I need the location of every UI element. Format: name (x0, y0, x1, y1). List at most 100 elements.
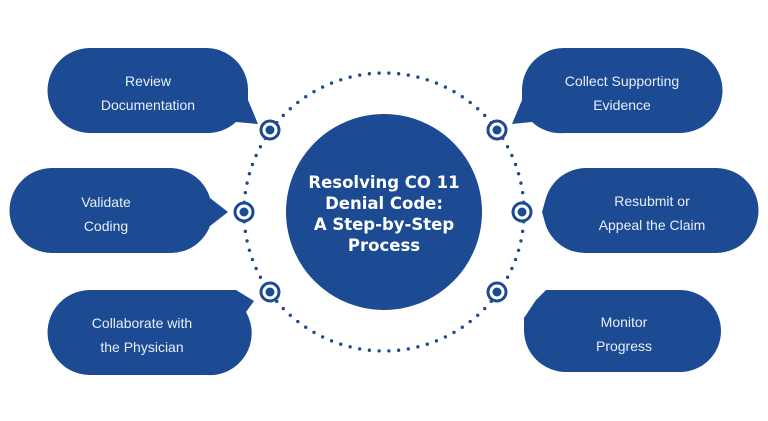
ring-dot (483, 306, 487, 311)
ring-dot (348, 345, 352, 349)
center-title-line-4: Process (348, 236, 420, 255)
ring-dot (425, 78, 429, 82)
ring-dot (245, 239, 249, 243)
step-label-line-2: Coding (84, 218, 128, 234)
speech-bubble-shape (47, 290, 254, 376)
ring-dot (288, 313, 293, 317)
ring-dot (416, 75, 420, 79)
ring-dot (377, 71, 381, 75)
step-label-line-1: Resubmit or (614, 193, 690, 209)
ring-dot (329, 339, 334, 343)
ring-dot (245, 181, 249, 185)
step-label-line-2: Evidence (593, 97, 651, 113)
ring-dot (387, 71, 391, 75)
ring-dot (329, 81, 334, 85)
step-bubble-resubmit-appeal: Resubmit or Appeal the Claim (542, 168, 759, 254)
target-icon (259, 281, 281, 303)
ring-dot (406, 347, 411, 351)
ring-dot (250, 162, 255, 167)
ring-dot (243, 229, 248, 234)
ring-dot (367, 348, 372, 352)
ring-dot (516, 248, 521, 253)
ring-dot (339, 78, 343, 82)
ring-dot (475, 107, 480, 111)
ring-dot (443, 85, 448, 89)
ring-dot (516, 171, 521, 176)
ring-dot (468, 319, 472, 324)
ring-dot (296, 100, 300, 105)
ring-dot (243, 190, 248, 195)
ring-dot (416, 345, 420, 349)
ring-dot (519, 181, 523, 185)
ring-dot (387, 349, 391, 353)
ring-dot (288, 107, 293, 111)
center-title-line-3: A Step-by-Step (314, 215, 455, 234)
center-title-line-1: Resolving CO 11 (308, 173, 459, 192)
step-label-line-1: Collaborate with (92, 315, 192, 331)
ring-dot (513, 257, 518, 262)
ring-dot (460, 325, 464, 329)
ring-dot (377, 349, 381, 353)
ring-dot (434, 81, 439, 85)
ring-dot (519, 239, 523, 243)
ring-dot (254, 153, 258, 158)
ring-dot (357, 73, 362, 77)
ring-dot (281, 113, 285, 118)
ring-dot (443, 335, 448, 339)
ring-dot (312, 89, 316, 94)
step-label-line-1: Review (125, 73, 172, 89)
ring-dot (425, 342, 429, 346)
ring-dot (247, 248, 252, 253)
ring-dot (247, 171, 252, 176)
target-icon (233, 201, 255, 223)
ring-dot (452, 330, 456, 335)
target-icon (486, 281, 508, 303)
ring-dot (520, 190, 525, 195)
ring-dot (258, 145, 263, 149)
ring-dot (281, 306, 285, 311)
ring-dot (348, 75, 352, 79)
ring-dot (513, 162, 518, 167)
ring-dot (254, 266, 258, 271)
ring-dot (468, 100, 472, 105)
step-bubble-collect-evidence: Collect Supporting Evidence (512, 48, 723, 134)
speech-bubble-shape (542, 168, 759, 254)
ring-dot (320, 85, 325, 89)
ring-dot (406, 73, 411, 77)
ring-dot (339, 342, 343, 346)
step-bubble-review-documentation: Review Documentation (47, 48, 259, 134)
step-bubble-monitor-progress: Monitor Progress (524, 290, 721, 372)
speech-bubble-shape (9, 168, 229, 254)
center-title-line-2: Denial Code: (325, 194, 443, 213)
step-label-line-2: Progress (596, 338, 652, 354)
step-label-line-1: Validate (81, 194, 131, 210)
speech-bubble-shape (524, 290, 721, 372)
step-bubble-collaborate-physician: Collaborate with the Physician (47, 290, 254, 376)
center-hub: Resolving CO 11 Denial Code: A Step-by-S… (286, 114, 482, 310)
target-icon (486, 119, 508, 141)
ring-dot (367, 72, 372, 76)
ring-dot (520, 229, 525, 234)
step-label-line-1: Monitor (601, 314, 648, 330)
ring-dot (250, 257, 255, 262)
ring-dot (304, 325, 308, 329)
step-label-line-2: Documentation (101, 97, 195, 113)
speech-bubble-shape (47, 48, 259, 134)
ring-dot (396, 348, 401, 352)
ring-dot (396, 72, 401, 76)
ring-dot (434, 339, 439, 343)
step-label-line-1: Collect Supporting (565, 73, 679, 89)
center-circle (286, 114, 482, 310)
step-bubble-validate-coding: Validate Coding (9, 168, 229, 254)
ring-dot (320, 335, 325, 339)
target-icon (511, 201, 533, 223)
ring-dot (312, 330, 316, 335)
target-icon (259, 119, 281, 141)
ring-dot (258, 275, 263, 279)
ring-dot (510, 153, 514, 158)
ring-dot (510, 266, 514, 271)
ring-dot (460, 95, 464, 99)
node-markers (233, 119, 533, 303)
ring-dot (452, 89, 456, 94)
